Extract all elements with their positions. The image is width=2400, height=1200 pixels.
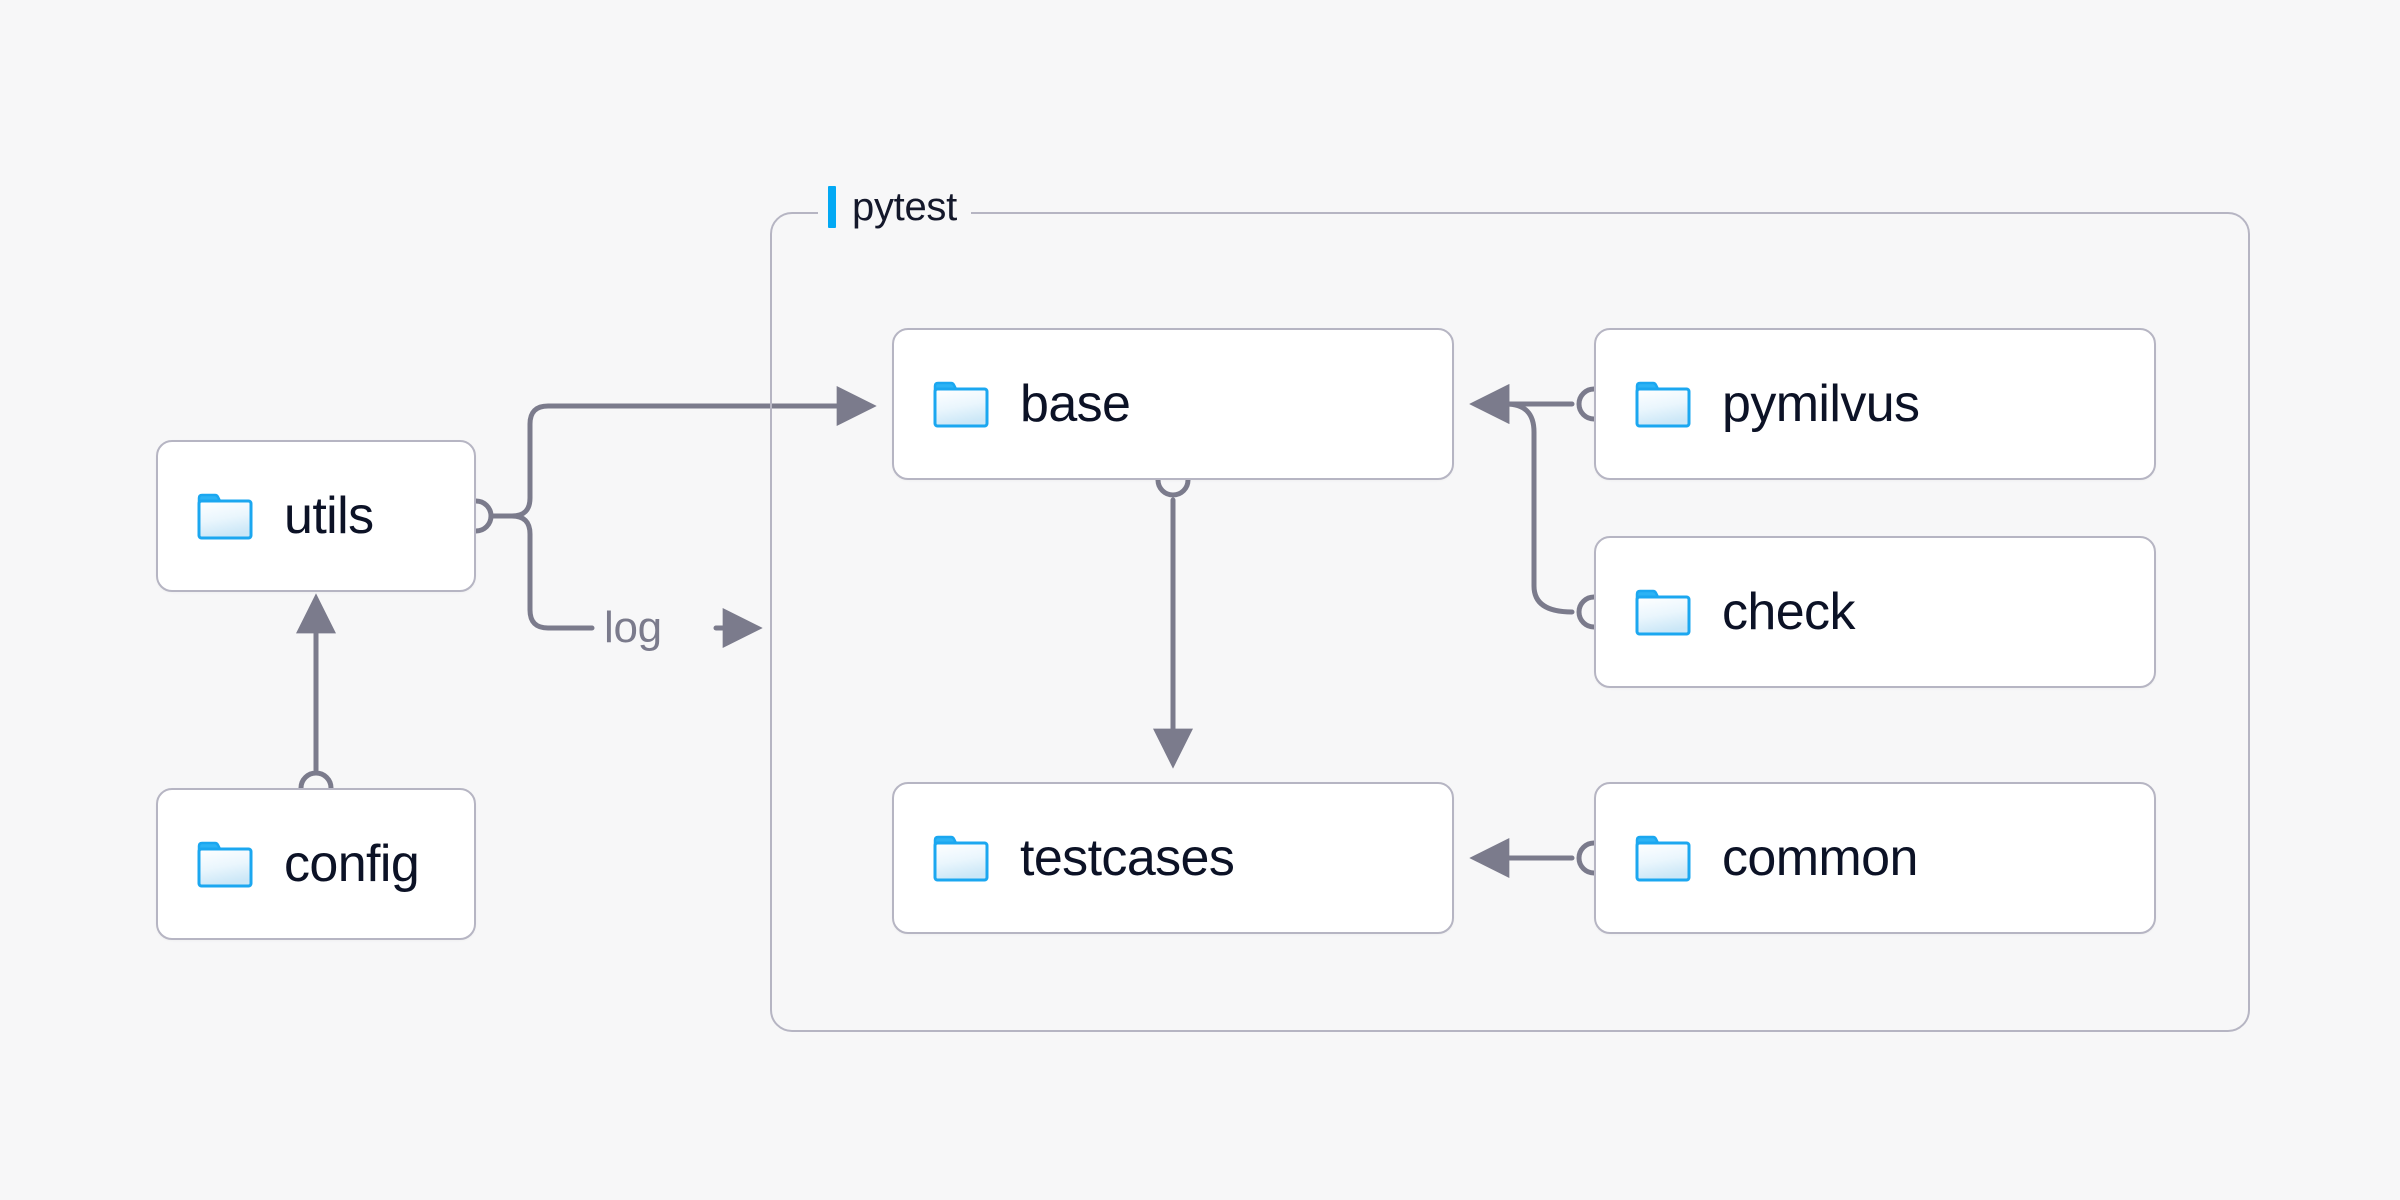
node-pymilvus[interactable]: pymilvus <box>1594 328 2156 480</box>
node-base[interactable]: base <box>892 328 1454 480</box>
node-utils-label: utils <box>284 487 374 545</box>
group-accent-bar <box>828 186 836 228</box>
edge-label-log: log <box>604 603 662 652</box>
folder-icon <box>1635 589 1691 636</box>
folder-icon <box>1635 835 1691 882</box>
node-utils[interactable]: utils <box>156 440 476 592</box>
node-config[interactable]: config <box>156 788 476 940</box>
group-title: pytest <box>852 185 957 229</box>
folder-icon <box>197 493 253 540</box>
wire-utils-log <box>509 513 595 631</box>
node-testcases-label: testcases <box>1020 829 1235 887</box>
node-common-label: common <box>1722 829 1918 887</box>
group-pytest-label: pytest <box>818 185 971 229</box>
node-check[interactable]: check <box>1594 536 2156 688</box>
node-pymilvus-label: pymilvus <box>1722 375 1920 433</box>
folder-icon <box>197 841 253 888</box>
node-config-label: config <box>284 835 420 893</box>
folder-icon <box>933 381 989 428</box>
node-check-label: check <box>1722 583 1855 641</box>
node-common[interactable]: common <box>1594 782 2156 934</box>
folder-icon <box>1635 381 1691 428</box>
group-pytest[interactable] <box>770 212 2250 1032</box>
node-testcases[interactable]: testcases <box>892 782 1454 934</box>
node-base-label: base <box>1020 375 1131 433</box>
folder-icon <box>933 835 989 882</box>
